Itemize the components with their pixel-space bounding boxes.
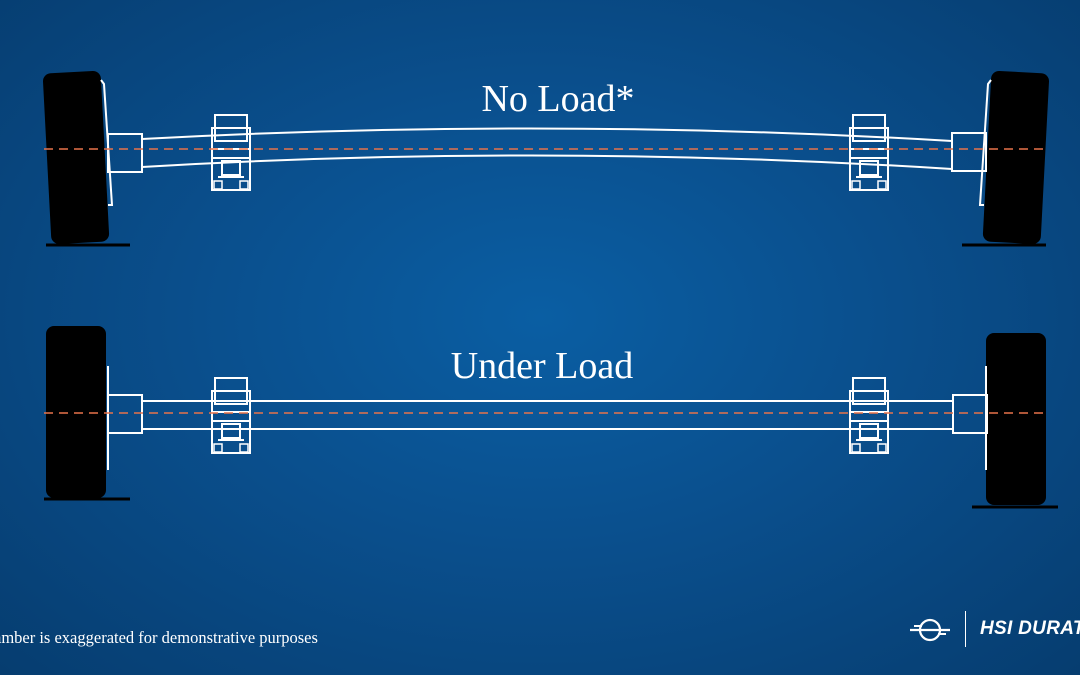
brand-name: HSI DURAT [980, 618, 1080, 639]
no-load-axle-beam [141, 127, 953, 142]
right-tire [982, 71, 1050, 244]
under-load-right-bracket [849, 377, 889, 454]
no-load-left-bracket [211, 114, 251, 191]
right-spindle [951, 132, 987, 172]
left-spindle [107, 133, 143, 173]
hsi-logo-icon [910, 618, 950, 642]
footnote: amber is exaggerated for demonstrative p… [0, 628, 318, 647]
no-load-assembly [42, 71, 1050, 247]
right-tire [986, 333, 1046, 505]
under-load-left-bracket [211, 377, 251, 454]
no-load-right-bracket [849, 114, 889, 191]
right-spindle [952, 394, 988, 434]
right-hub [978, 79, 992, 206]
brand-divider [965, 611, 966, 647]
left-spindle [107, 394, 143, 434]
left-tire [42, 71, 110, 244]
under-load-axle-beam [141, 400, 954, 430]
under-load-assembly [44, 326, 1058, 509]
left-tire [46, 326, 106, 498]
no-load-title: No Load* [481, 78, 635, 120]
under-load-title: Under Load [450, 345, 634, 387]
brand-logo: HSI DURAT [908, 611, 1080, 647]
